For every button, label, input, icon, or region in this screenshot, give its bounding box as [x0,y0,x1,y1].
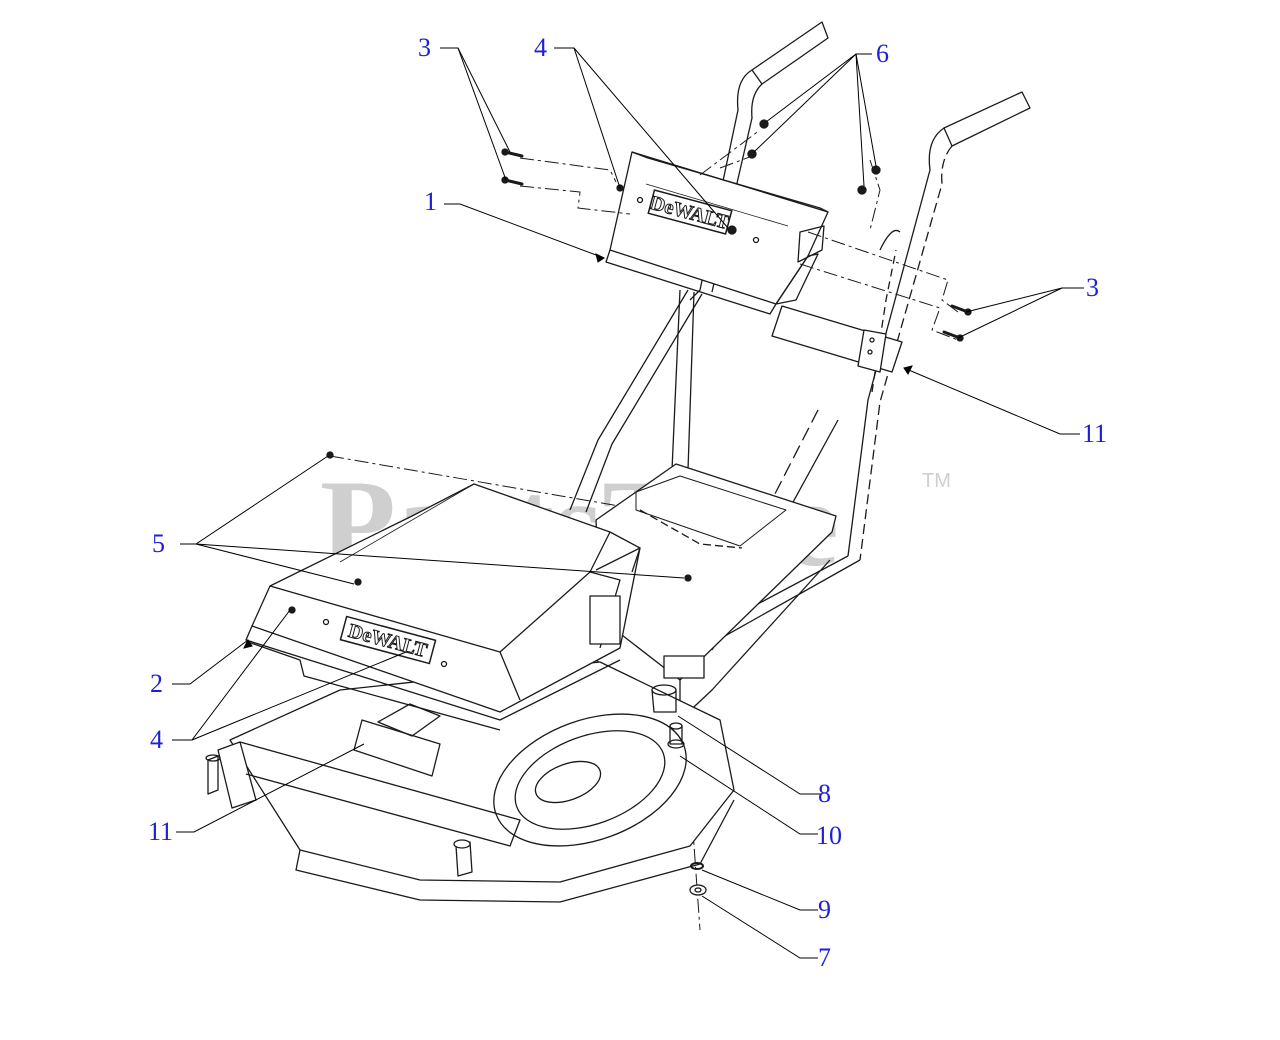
screw-icon [354,578,362,586]
callout-8: 8 [818,779,831,808]
callout-3-right: 3 [1086,273,1099,302]
screw-icon [288,606,296,614]
fasteners [288,119,972,655]
callout-6: 6 [876,39,889,68]
screw-icon [950,304,972,316]
callout-10: 10 [816,821,842,850]
leader-lines [172,47,1084,959]
console-housing [605,151,829,315]
nut-icon [871,165,881,175]
screw-icon [501,148,524,158]
callout-9: 9 [818,895,831,924]
callout-4-bottom: 4 [150,725,163,754]
mower-deck [205,661,735,903]
spindle-hardware [651,684,707,896]
watermark-trademark: TM [922,470,951,492]
callout-11-right: 11 [1082,419,1107,448]
hood-cover [245,483,641,731]
mower-line-art [205,21,1031,931]
callout-7: 7 [818,943,831,972]
screw-icon [326,451,334,459]
callout-11-bottom: 11 [148,817,173,846]
chassis-frame [595,463,837,721]
nut-icon [857,185,867,195]
screw-icon [727,225,737,235]
callout-numbers: 3 4 6 1 3 11 5 2 4 8 11 10 9 7 [148,33,1107,972]
callout-2: 2 [150,669,163,698]
callout-4-top: 4 [534,33,547,62]
callout-3-top-left: 3 [418,33,431,62]
screw-icon [684,574,692,582]
callout-5: 5 [152,529,165,558]
callout-1: 1 [424,187,437,216]
